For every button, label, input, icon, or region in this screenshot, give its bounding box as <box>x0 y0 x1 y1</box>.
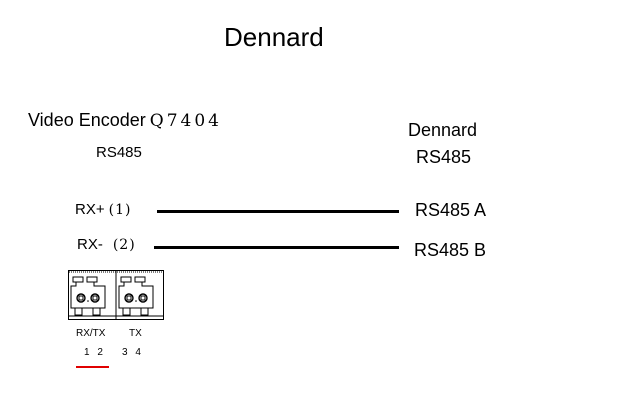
pin-label: RX+ <box>75 201 105 218</box>
signal-rs485-a: RS485 A <box>415 200 487 220</box>
highlight-underline <box>76 366 109 368</box>
pin-rx-plus: RX+(1) <box>75 201 131 218</box>
pin-number: (1) <box>108 202 132 218</box>
terminal-block-icon <box>68 270 164 320</box>
diagram-title: Dennard <box>224 22 324 52</box>
encoder-name: Video Encoder <box>28 110 146 130</box>
encoder-model: Q7404 <box>149 111 222 131</box>
encoder-interface: RS485 <box>96 144 142 161</box>
dennard-title: Dennard <box>408 120 478 140</box>
terminal-pins-1-2: 1 2 <box>84 347 104 358</box>
terminal-label-rxtx: RX/TX <box>76 328 106 339</box>
terminal-socket-2 <box>118 276 154 316</box>
wire-rx-plus-to-rs485-a <box>157 210 399 213</box>
dennard-interface: RS485 <box>416 147 472 167</box>
pin-rx-minus: RX- (2) <box>77 236 136 253</box>
pin-label: RX- <box>77 236 103 253</box>
terminal-label-tx: TX <box>129 328 142 339</box>
signal-rs485-b: RS485 B <box>414 240 487 260</box>
terminal-pins-3-4: 3 4 <box>122 347 142 358</box>
pin-number: (2) <box>112 237 136 253</box>
wire-rx-minus-to-rs485-b <box>154 246 399 249</box>
terminal-socket-1 <box>70 276 106 316</box>
